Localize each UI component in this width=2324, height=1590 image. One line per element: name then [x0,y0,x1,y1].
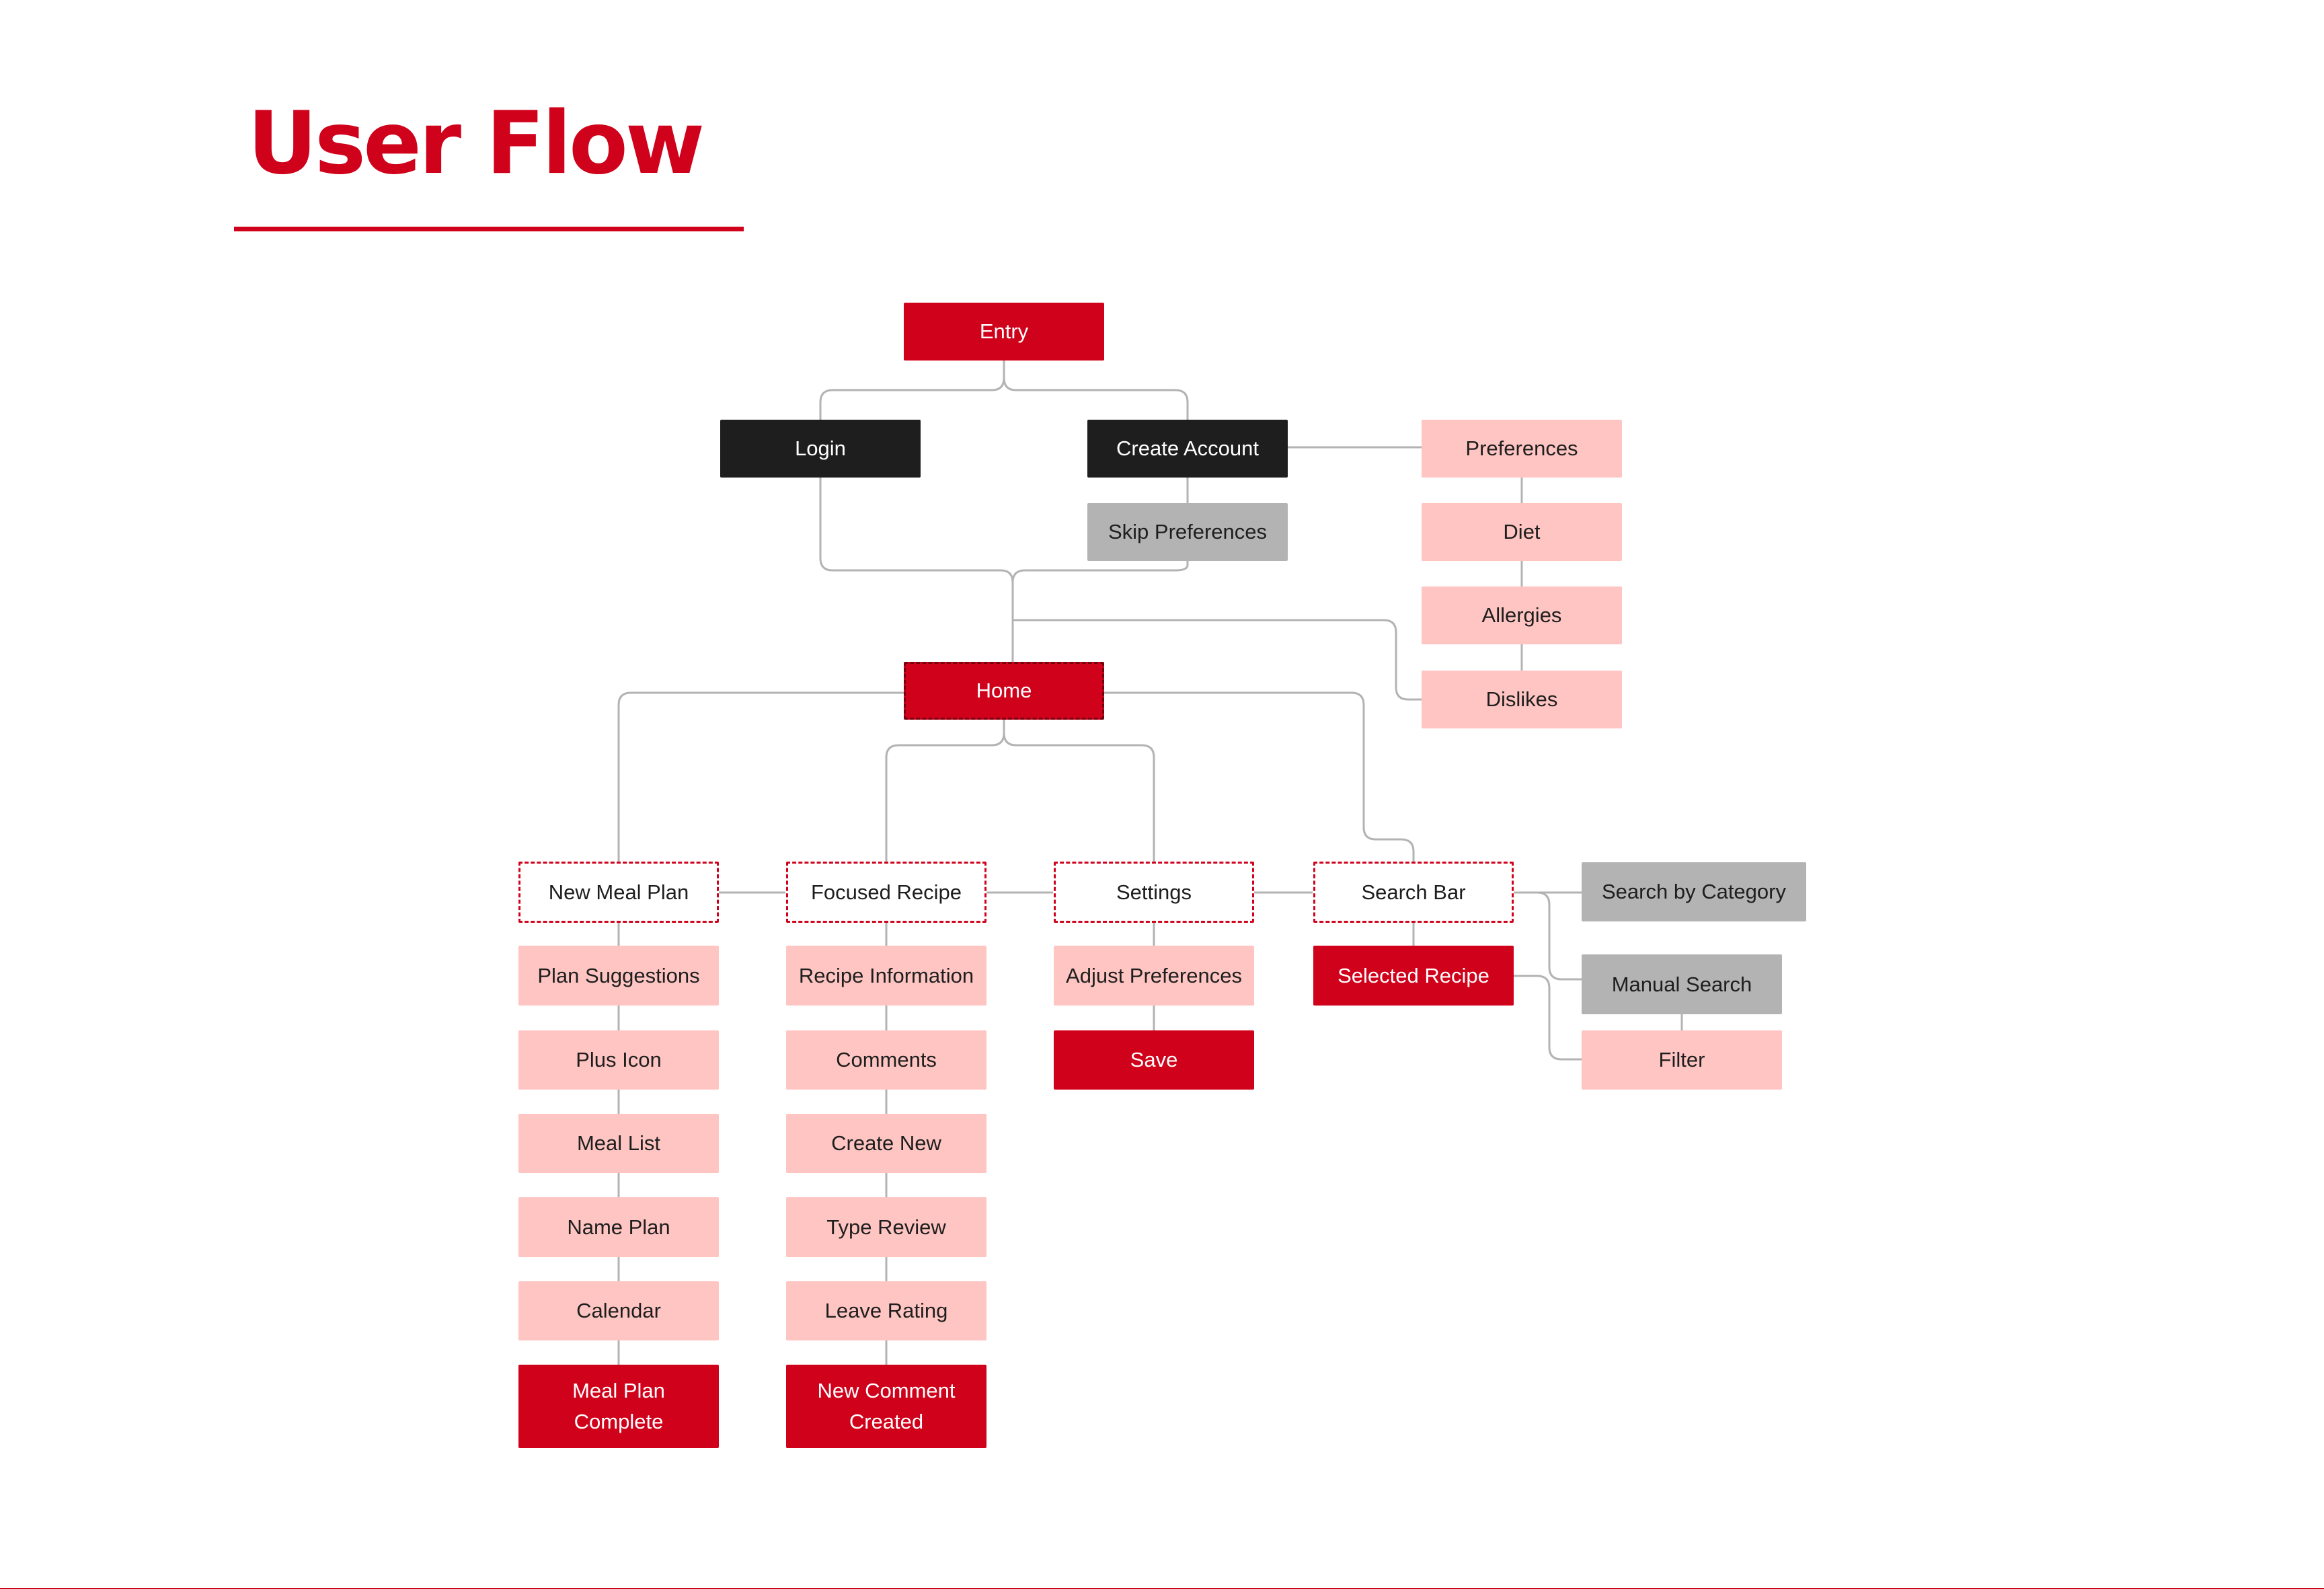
footer-divider [0,1588,2324,1589]
node-manual-search: Manual Search [1582,954,1782,1014]
connector-skip-home [1011,560,1189,583]
node-save: Save [1054,1030,1254,1090]
connector-home-settings [1003,732,1155,862]
node-calendar: Calendar [518,1281,719,1340]
node-name-plan: Name Plan [518,1197,719,1257]
node-create-new: Create New [786,1114,986,1173]
node-new-comment-created: New Comment Created [786,1365,986,1448]
node-allergies: Allergies [1422,586,1622,644]
connector-login-home [819,476,1014,662]
node-settings: Settings [1054,862,1254,923]
page-title: User Flow [247,93,705,194]
node-search-by-category: Search by Category [1582,862,1806,921]
node-focused-recipe: Focused Recipe [786,862,986,923]
connector-entry [819,361,1005,420]
node-recipe-information: Recipe Information [786,946,986,1006]
connector-home-mealplan [617,691,904,862]
node-skip-preferences: Skip Preferences [1087,503,1288,561]
node-create-account: Create Account [1087,420,1288,478]
connector-selected-filter [1514,975,1582,1061]
node-diet: Diet [1422,503,1622,561]
connector-search-manual [1514,891,1582,981]
connector-entry-create [1003,377,1189,420]
node-entry: Entry [904,303,1104,361]
connector-home-dislikes [1013,619,1422,701]
node-new-meal-plan: New Meal Plan [518,862,719,923]
node-plus-icon: Plus Icon [518,1030,719,1090]
node-type-review: Type Review [786,1197,986,1257]
node-home: Home [904,662,1104,720]
node-search-bar: Search Bar [1313,862,1514,923]
node-preferences: Preferences [1422,420,1622,478]
node-leave-rating: Leave Rating [786,1281,986,1340]
node-dislikes: Dislikes [1422,671,1622,728]
connector-home-recipe [885,720,1005,862]
node-plan-suggestions: Plan Suggestions [518,946,719,1006]
connector-home-search [1104,691,1415,862]
node-filter: Filter [1582,1030,1782,1090]
node-login: Login [720,420,921,478]
node-selected-recipe: Selected Recipe [1313,946,1514,1006]
node-meal-plan-complete: Meal Plan Complete [518,1365,719,1448]
title-underline [234,227,744,231]
node-meal-list: Meal List [518,1114,719,1173]
node-comments: Comments [786,1030,986,1090]
node-adjust-preferences: Adjust Preferences [1054,946,1254,1006]
